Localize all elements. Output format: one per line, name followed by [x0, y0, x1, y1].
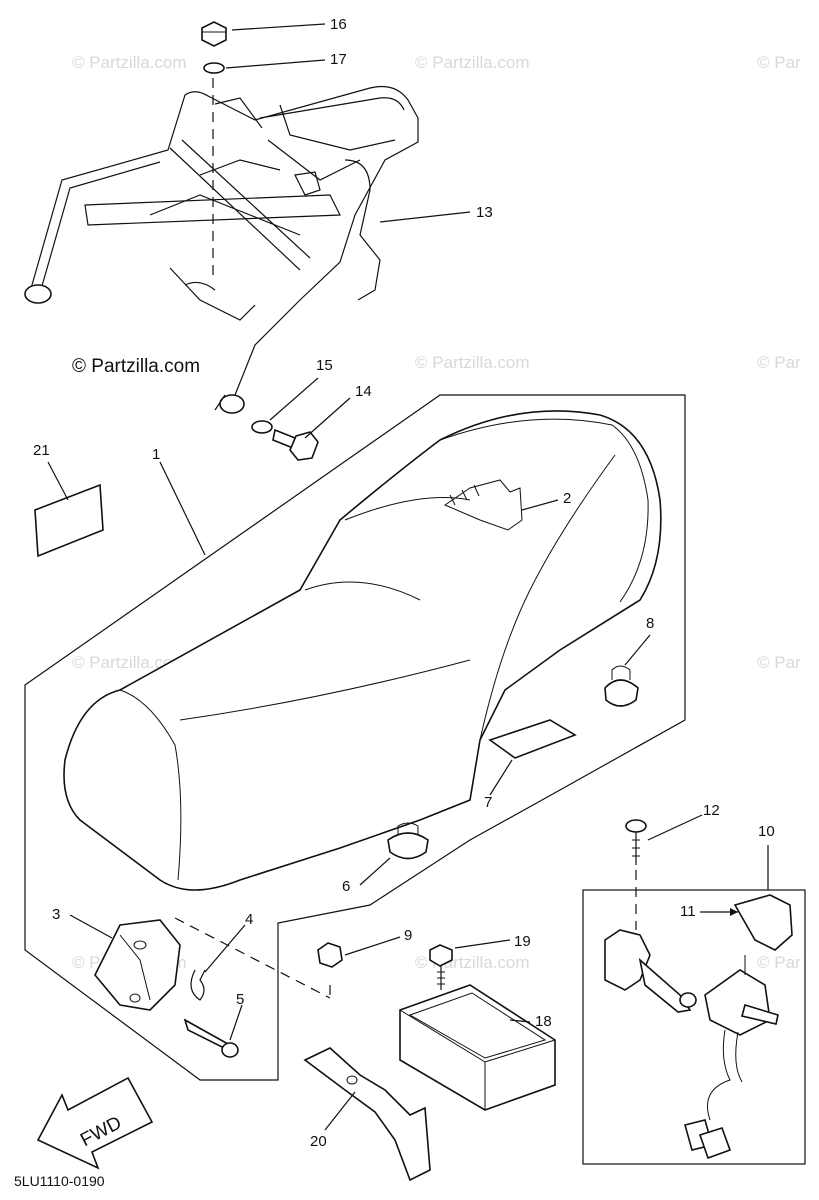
callout-14: 14 — [355, 383, 372, 400]
bracket-20 — [303, 1047, 431, 1182]
washer-17 — [203, 62, 225, 74]
callout-19: 19 — [514, 933, 531, 950]
clip-4 — [190, 969, 206, 1001]
watermark: © Par — [757, 53, 801, 72]
dash-guide — [174, 917, 331, 999]
watermark: © Par — [757, 653, 801, 672]
part-numbers: 1 2 3 4 5 6 7 8 9 10 11 12 13 14 15 16 1… — [33, 16, 775, 1150]
nut-9 — [317, 942, 343, 968]
watermark: © Par — [757, 353, 801, 372]
callout-9: 9 — [404, 927, 412, 944]
callout-21: 21 — [33, 442, 50, 459]
label-7 — [488, 719, 577, 759]
callout-5: 5 — [236, 991, 244, 1008]
callout-10: 10 — [758, 823, 775, 840]
battery-box-18 — [399, 984, 556, 1111]
seat-group-outline — [24, 394, 686, 1081]
callout-2: 2 — [563, 490, 571, 507]
washer-15 — [251, 420, 273, 434]
watermark: © Partzilla.com — [72, 653, 187, 672]
pin-5 — [183, 1018, 239, 1058]
damper-6 — [387, 822, 429, 860]
callout-13: 13 — [476, 204, 493, 221]
callout-1: 1 — [152, 446, 160, 463]
watermark: © Partzilla.com — [72, 53, 187, 72]
rear-carrier — [24, 78, 419, 414]
callout-16: 16 — [330, 16, 347, 33]
lock-assembly — [604, 894, 793, 1160]
bracket-3 — [94, 919, 181, 1011]
damper-8 — [604, 665, 639, 707]
callout-3: 3 — [52, 906, 60, 923]
bolt-14 — [272, 428, 319, 461]
label-21 — [34, 483, 104, 558]
leader-lines — [47, 23, 769, 1131]
callout-8: 8 — [646, 615, 654, 632]
diagram-code: 5LU1110-0190 — [14, 1173, 105, 1189]
nut-16 — [201, 21, 227, 47]
callout-12: 12 — [703, 802, 720, 819]
watermark-main: © Partzilla.com — [72, 356, 200, 377]
callout-15: 15 — [316, 357, 333, 374]
seat — [63, 410, 662, 891]
fwd-arrow: FWD — [36, 1076, 154, 1170]
watermark: © Par — [757, 953, 801, 972]
bolt-19 — [429, 944, 453, 990]
key-set-box — [582, 889, 806, 1165]
callout-7: 7 — [484, 794, 492, 811]
callout-11: 11 — [680, 903, 696, 920]
callout-18: 18 — [535, 1013, 552, 1030]
callout-4: 4 — [245, 911, 253, 928]
callout-17: 17 — [330, 51, 347, 68]
watermark: © Partzilla.com — [415, 53, 530, 72]
callout-6: 6 — [342, 878, 350, 895]
watermark: © Partzilla.com — [415, 353, 530, 372]
callout-20: 20 — [310, 1133, 327, 1150]
bolt-12 — [625, 819, 647, 930]
